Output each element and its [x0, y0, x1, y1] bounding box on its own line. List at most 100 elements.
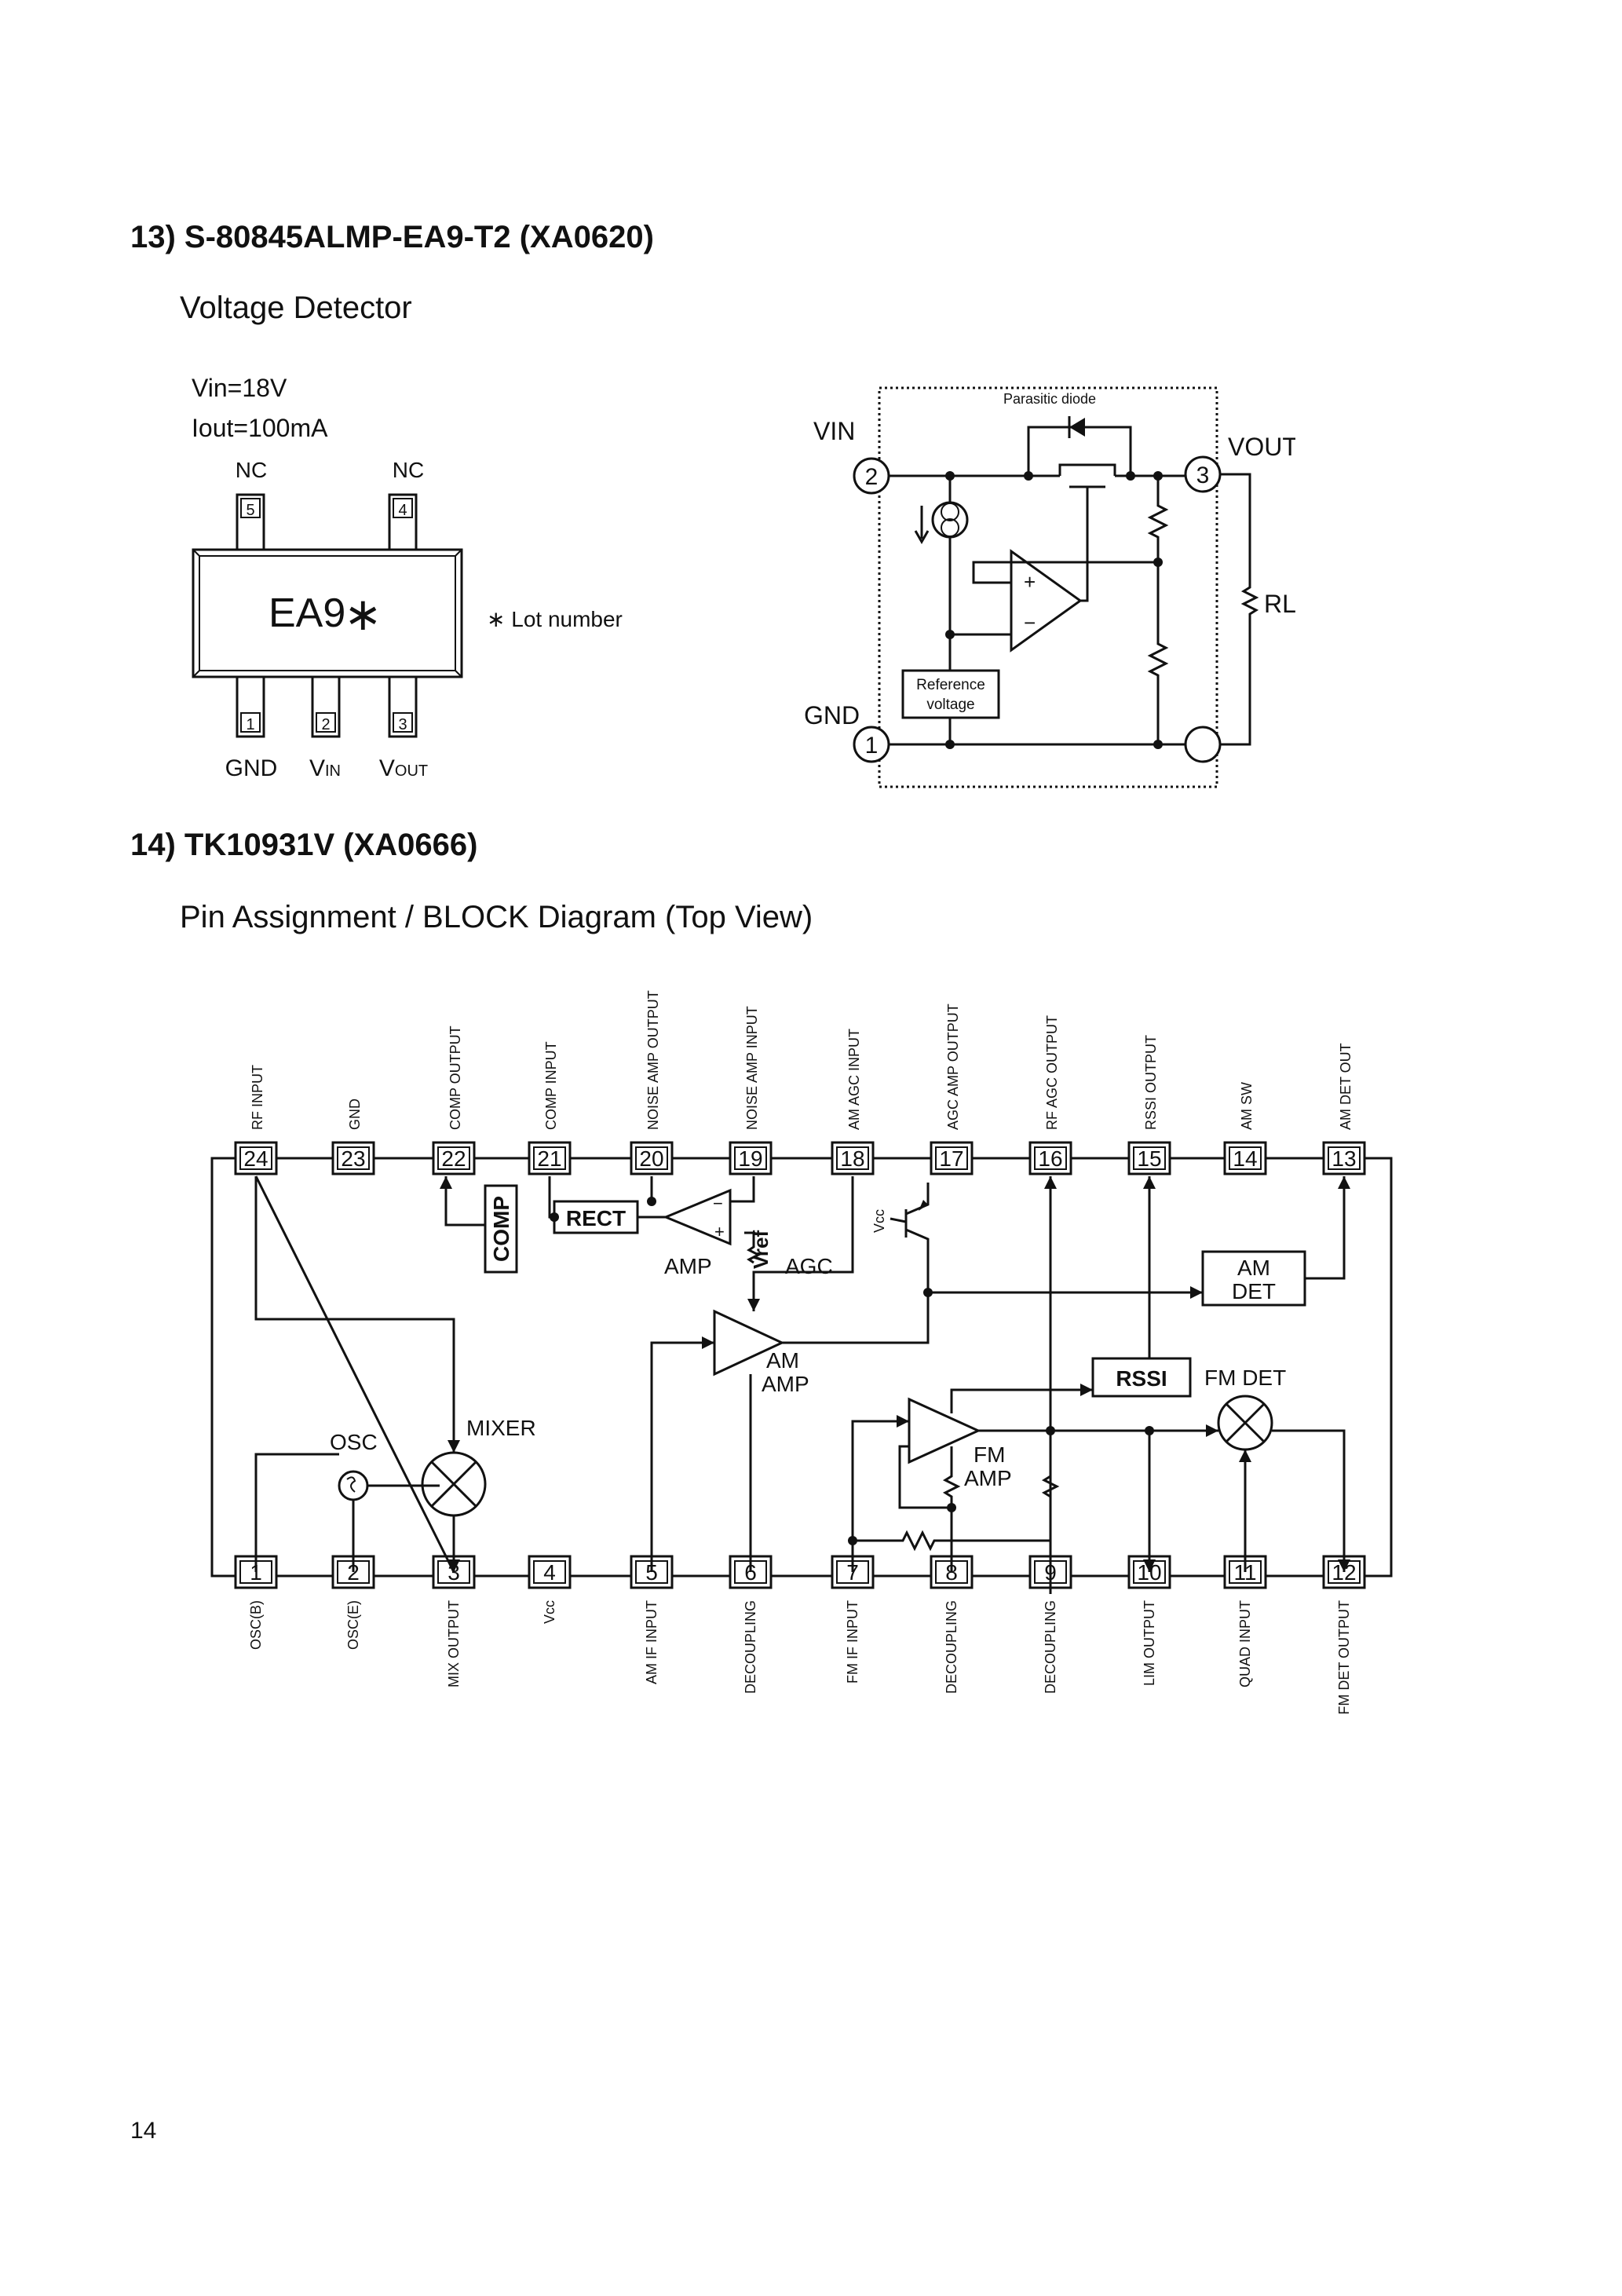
top-pin-number-20: 20 [639, 1146, 663, 1171]
bottom-pin-number-5: 5 [645, 1560, 658, 1585]
osc-label: OSC [330, 1430, 378, 1454]
am-det-label-1: AM [1237, 1256, 1270, 1280]
top-pin-label-19: NOISE AMP INPUT [744, 1006, 760, 1130]
top-pin-frame-14 [1229, 1146, 1262, 1170]
top-pin-number-14: 14 [1233, 1146, 1257, 1171]
bottom-pin-label-12: FM DET OUTPUT [1336, 1600, 1352, 1715]
top-pin-label-13: AM DET OUT [1338, 1043, 1353, 1130]
top-pin-frame-18 [836, 1146, 869, 1170]
pin-1-number: 1 [246, 716, 254, 733]
bottom-pin-number-2: 2 [347, 1560, 360, 1585]
rl-label: RL [1264, 590, 1295, 618]
bottom-pin-label-10: LIM OUTPUT [1142, 1600, 1157, 1686]
vout-label: VOUT [1228, 433, 1295, 461]
oscillator [338, 1470, 369, 1501]
reference-label: Reference [916, 677, 985, 693]
rssi-block [1091, 1357, 1192, 1398]
rect-label: RECT [566, 1206, 626, 1230]
fm-det-label: FM DET [1204, 1366, 1286, 1390]
parasitic-diode [1069, 418, 1085, 437]
bottom-pin-label-4: Vcc [542, 1600, 557, 1624]
pin-2-label: VIN [309, 755, 341, 781]
top-pin-frame-19 [734, 1146, 767, 1170]
pin-3-lead [388, 675, 418, 738]
lot-mark: ∗ [344, 589, 382, 640]
section-14-heading: 14) TK10931V (XA0666) [130, 828, 478, 862]
bottom-pin-number-8: 8 [945, 1560, 958, 1585]
top-pin-frame-16 [1034, 1146, 1067, 1170]
bottom-pin-label-5: AM IF INPUT [644, 1600, 659, 1684]
am-amp-label-2: AMP [762, 1372, 809, 1396]
pin-3-number: 3 [398, 716, 407, 733]
condition-iout: Iout=100mA [192, 414, 328, 442]
bottom-pin-number-1: 1 [250, 1560, 262, 1585]
load-resistor [1220, 473, 1259, 746]
top-pin-frame-20 [635, 1146, 668, 1170]
agc-vcc-label: Vcc [871, 1209, 887, 1233]
bottom-pin-number-7: 7 [846, 1560, 859, 1585]
resistor-divider [1147, 476, 1169, 744]
bottom-pin-number-4: 4 [543, 1560, 556, 1585]
top-pin-number-18: 18 [840, 1146, 864, 1171]
mixer-label: MIXER [466, 1416, 536, 1440]
top-pin-label-21: COMP INPUT [543, 1041, 559, 1130]
top-pin-number-13: 13 [1332, 1146, 1356, 1171]
bottom-pin-label-3: MIX OUTPUT [446, 1600, 462, 1687]
load-return-terminal [1184, 726, 1222, 763]
pin-5-number: 5 [246, 502, 254, 519]
pin-2-terminal-number: 2 [865, 464, 879, 490]
bottom-pin-label-11: QUAD INPUT [1237, 1600, 1253, 1687]
noise-amp-plus: + [714, 1222, 725, 1241]
reference-voltage-block [901, 669, 1000, 719]
bottom-pin-frame-4 [533, 1560, 566, 1584]
agc-label: AGC [785, 1254, 833, 1278]
wiring [254, 1175, 1346, 1594]
bottom-pin-label-6: DECOUPLING [743, 1600, 758, 1694]
pin-2-lead [311, 675, 341, 738]
rssi-label: RSSI [1116, 1366, 1167, 1391]
package-marking: EA9 [269, 590, 345, 636]
junction-dots [550, 1197, 1154, 1545]
top-pin-frame-21 [533, 1146, 566, 1170]
voltage-label: voltage [926, 696, 974, 713]
comparator [1010, 549, 1083, 653]
fm-amp-label-1: FM [974, 1442, 1005, 1467]
vin-label: VIN [813, 417, 855, 445]
top-pin-number-17: 17 [939, 1146, 963, 1171]
comparator-minus-sign: − [1024, 611, 1036, 634]
pin-5-label: NC [236, 458, 267, 482]
comp-block [484, 1184, 518, 1274]
bottom-pin-label-1: OSC(B) [248, 1600, 264, 1650]
top-pin-label-22: COMP OUTPUT [448, 1026, 463, 1130]
am-amp-label-1: AM [766, 1348, 799, 1373]
lot-number-note: ∗ Lot number [487, 607, 623, 631]
top-pin-number-23: 23 [341, 1146, 365, 1171]
top-pin-number-22: 22 [441, 1146, 466, 1171]
page-number: 14 [130, 2118, 157, 2144]
pin-4-label: NC [393, 458, 424, 482]
top-pin-number-15: 15 [1137, 1146, 1161, 1171]
top-pin-label-16: RF AGC OUTPUT [1044, 1015, 1060, 1130]
gnd-label: GND [804, 701, 860, 729]
section-13-subtitle: Voltage Detector [180, 291, 412, 325]
agc-transistor [890, 1183, 930, 1292]
top-pin-number-16: 16 [1038, 1146, 1062, 1171]
noise-amp-minus: − [713, 1194, 723, 1213]
pin-3-label: VOUT [379, 755, 428, 781]
top-pin-frame-13 [1328, 1146, 1361, 1170]
section-13-heading: 13) S-80845ALMP-EA9-T2 (XA0620) [130, 220, 654, 254]
voltage-detector-circuit: VIN VOUT GND Parasitic diode 2 3 1 + − [804, 386, 1295, 788]
package-body [192, 548, 463, 678]
top-pin-frame-24 [239, 1146, 272, 1170]
parasitic-diode-label: Parasitic diode [1003, 391, 1096, 407]
top-pin-label-18: AM AGC INPUT [846, 1029, 862, 1130]
top-pin-number-21: 21 [537, 1146, 561, 1171]
fm-amp-label-2: AMP [964, 1466, 1012, 1490]
top-pin-frame-23 [337, 1146, 370, 1170]
top-pin-frame-15 [1133, 1146, 1166, 1170]
top-pin-number-19: 19 [738, 1146, 762, 1171]
bottom-pin-label-2: OSC(E) [345, 1600, 361, 1650]
top-pin-frame-22 [437, 1146, 470, 1170]
